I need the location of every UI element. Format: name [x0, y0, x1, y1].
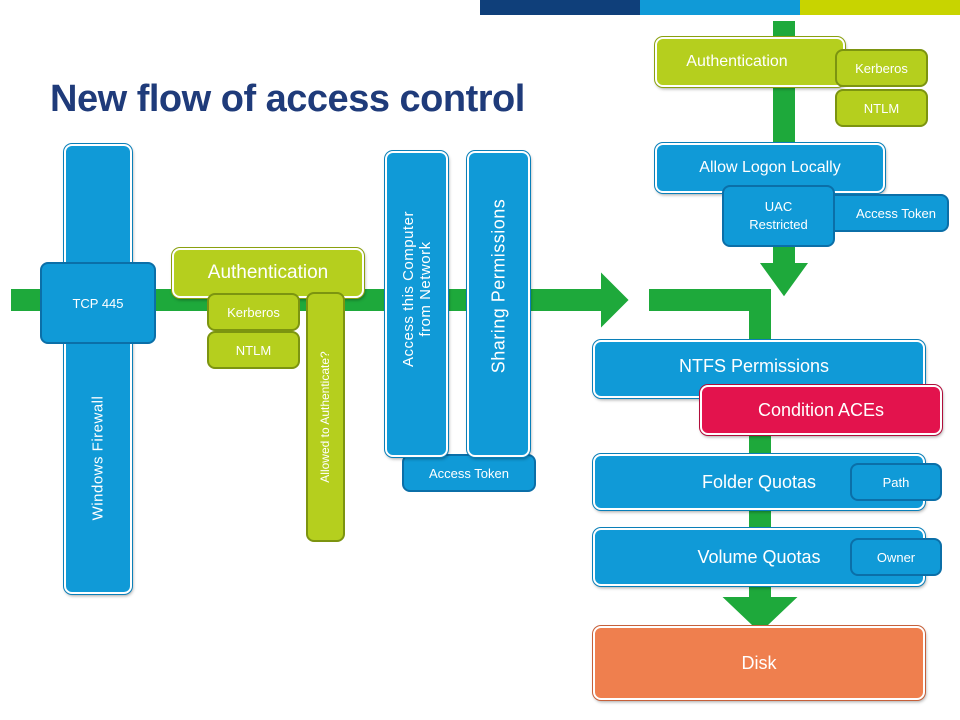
page-title: New flow of access control [50, 78, 525, 120]
network-ntlm-box: NTLM [207, 331, 300, 369]
local-kerberos-box: Kerberos [835, 49, 928, 87]
path-tag-box: Path [850, 463, 942, 501]
uac-restricted-box: UAC Restricted [722, 185, 835, 247]
top-bar-navy [480, 0, 640, 15]
network-authentication-label: Authentication [207, 262, 329, 283]
windows-firewall-label: Windows Firewall [89, 395, 107, 521]
network-kerberos-label: Kerberos [227, 304, 280, 320]
condition-aces-box: Condition ACEs [700, 385, 942, 435]
folder-quotas-label: Folder Quotas [701, 471, 817, 492]
uac-restricted-label: UAC Restricted [749, 198, 808, 233]
sharing-permissions-label: Sharing Permissions [488, 198, 509, 374]
path-tag-label: Path [882, 474, 910, 490]
local-authentication-box: Authentication [655, 37, 845, 87]
local-ntlm-label: NTLM [863, 100, 900, 116]
network-kerberos-box: Kerberos [207, 293, 300, 331]
local-ntlm-box: NTLM [835, 89, 928, 127]
tcp-port-label: TCP 445 [72, 295, 124, 311]
allowed-to-authenticate-label: Allowed to Authenticate? [317, 351, 332, 483]
network-ntlm-label: NTLM [235, 342, 272, 358]
allow-logon-locally-label: Allow Logon Locally [699, 159, 841, 176]
disk-box: Disk [593, 626, 925, 700]
allowed-to-authenticate-bar: Allowed to Authenticate? [306, 292, 345, 542]
access-from-network-line1: Access this Computer [399, 210, 417, 367]
ntfs-permissions-label: NTFS Permissions [678, 356, 830, 376]
top-bar-blue [640, 0, 800, 15]
network-access-token-box: Access Token [402, 454, 536, 492]
volume-quotas-label: Volume Quotas [697, 546, 821, 567]
owner-tag-label: Owner [876, 549, 916, 565]
owner-tag-box: Owner [850, 538, 942, 576]
local-access-token-box: Access Token [825, 194, 949, 232]
allow-logon-locally-box: Allow Logon Locally [655, 143, 885, 193]
local-access-token-label: Access Token [856, 205, 936, 221]
uac-label-line2: Restricted [749, 217, 808, 232]
ntfs-connector-arrow [647, 287, 773, 346]
access-from-network-bar: Access this Computer from Network [385, 151, 448, 457]
windows-firewall-bar: Windows Firewall [64, 144, 132, 594]
condition-aces-label: Condition ACEs [757, 399, 885, 420]
network-authentication-box: Authentication [172, 248, 364, 298]
access-from-network-label: Access this Computer from Network [399, 211, 434, 367]
local-kerberos-label: Kerberos [855, 60, 908, 76]
disk-label: Disk [741, 652, 777, 673]
access-from-network-line2: from Network [416, 241, 434, 337]
top-bar-lime [800, 0, 960, 15]
network-access-token-label: Access Token [429, 465, 509, 481]
tcp-port-box: TCP 445 [40, 262, 156, 344]
sharing-permissions-bar: Sharing Permissions [467, 151, 530, 457]
local-authentication-label: Authentication [686, 53, 788, 70]
uac-label-line1: UAC [764, 199, 793, 215]
